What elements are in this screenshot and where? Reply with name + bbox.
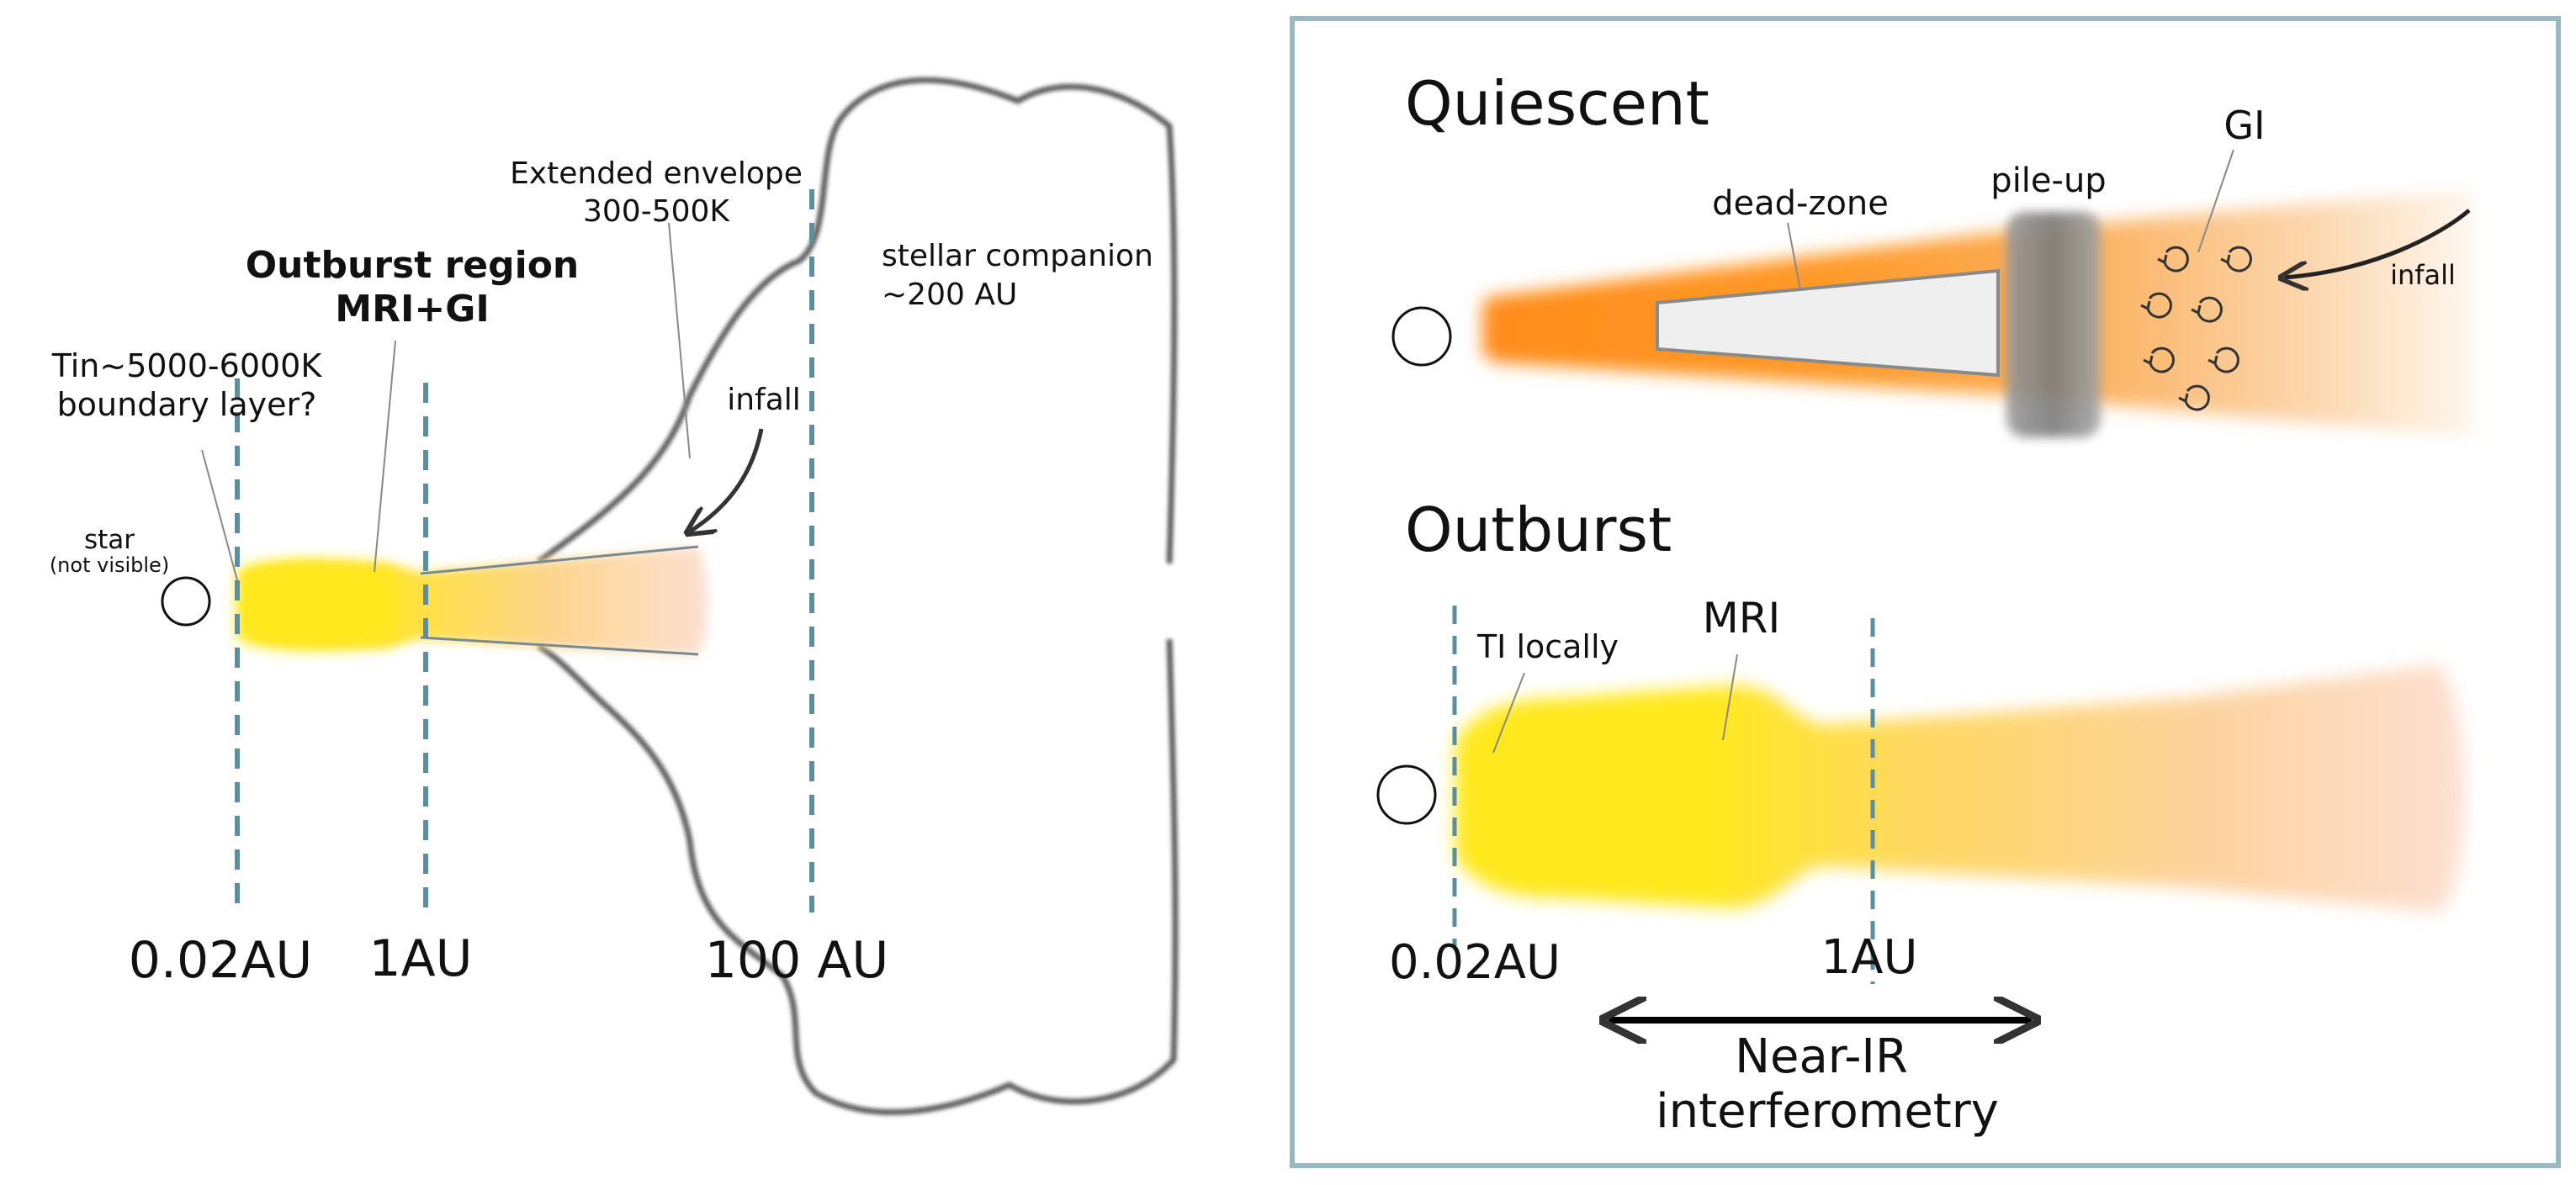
gi-swirls xyxy=(2140,246,2252,411)
outburst-region-line1: Outburst region xyxy=(246,244,580,287)
outburst-disk xyxy=(1455,664,2465,913)
outburst-region-line2: MRI+GI xyxy=(335,288,489,331)
gi-leader-line xyxy=(2197,149,2234,253)
outburst-region-leader-line xyxy=(374,340,396,573)
gi-swirl-icon xyxy=(2157,246,2189,272)
gi-swirl-icon xyxy=(2208,347,2239,373)
mri-leader-line xyxy=(1722,653,1738,741)
right-axis-label-0p02au: 0.02AU xyxy=(1389,935,1561,990)
right-axis-label-1au: 1AU xyxy=(1821,930,1918,985)
star-label: star xyxy=(84,525,135,555)
deadzone-label: dead-zone xyxy=(1712,184,1889,223)
left-disk-yellow-core xyxy=(240,563,395,648)
right-panel-border xyxy=(1290,16,2561,1168)
left-infall-label: infall xyxy=(727,383,801,417)
mri-label: MRI xyxy=(1703,594,1781,643)
left-axis-label-0p02au: 0.02AU xyxy=(129,931,313,990)
gi-swirl-icon xyxy=(2140,292,2172,319)
left-axis-label-100au: 100 AU xyxy=(705,931,889,990)
left-axis-label-1au: 1AU xyxy=(368,929,472,988)
outburst-title: Outburst xyxy=(1405,495,1672,565)
dead-zone-wedge xyxy=(1656,268,2000,378)
left-infall-arrow xyxy=(690,428,764,532)
boundary-label-line1: Tin~5000-6000K xyxy=(51,347,323,384)
gi-label: GI xyxy=(2224,103,2265,148)
left-star-circle xyxy=(161,576,211,627)
companion-label-line1: stellar companion xyxy=(882,239,1153,273)
gi-swirl-icon xyxy=(2220,246,2252,272)
companion-label-line2: ~200 AU xyxy=(882,278,1017,312)
deadzone-leader-line xyxy=(1787,222,1801,291)
interferometry-label-line2: interferometry xyxy=(1656,1084,1999,1139)
ti-leader-line xyxy=(1492,672,1525,754)
quiescent-infall-arrow xyxy=(2284,209,2471,278)
quiescent-title: Quiescent xyxy=(1405,68,1709,139)
interferometry-label-line1: Near-IR xyxy=(1735,1029,1908,1084)
gi-swirl-icon xyxy=(2178,384,2210,411)
boundary-label-line2: boundary layer? xyxy=(57,386,317,423)
pile-up-block xyxy=(2006,212,2101,437)
gi-swirl-icon xyxy=(2191,296,2223,323)
left-disk-upper-edge xyxy=(420,545,699,575)
boundary-leader-line xyxy=(201,449,238,581)
extended-envelope-outline xyxy=(536,77,1179,1115)
right-panel: Quiescent dead-zone pile-up GI infall Ou… xyxy=(1290,16,2561,1168)
left-disk-lower-edge xyxy=(420,636,699,656)
quiescent-star-circle xyxy=(1391,306,1452,367)
outburst-star-circle xyxy=(1376,764,1437,825)
envelope-label-line1: Extended envelope xyxy=(510,156,803,191)
gi-swirl-icon xyxy=(2143,347,2175,373)
envelope-leader-line xyxy=(668,222,691,459)
star-sublabel: (not visible) xyxy=(50,553,169,577)
left-panel: star (not visible) Tin~5000-6000K bounda… xyxy=(50,77,1179,1115)
quiescent-infall-label: infall xyxy=(2390,259,2456,291)
ti-label: TI locally xyxy=(1476,628,1619,665)
envelope-label-line2: 300-500K xyxy=(583,194,730,229)
pileup-label: pile-up xyxy=(1990,161,2106,200)
